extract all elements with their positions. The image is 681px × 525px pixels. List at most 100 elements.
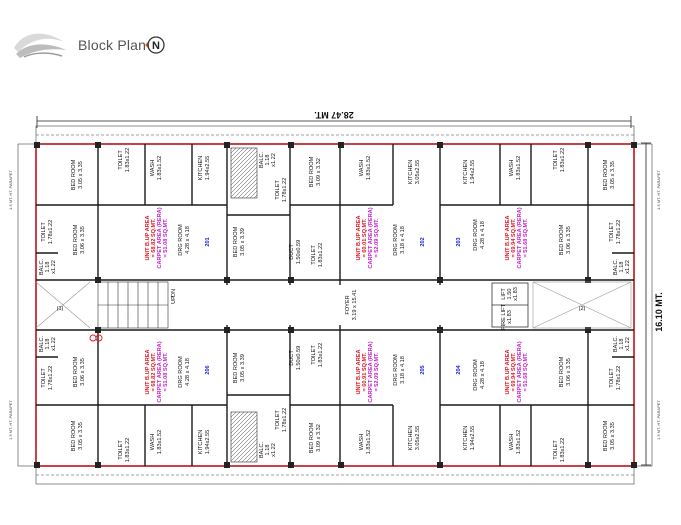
stair-1-label: (1) [57, 306, 64, 312]
svg-text:1.94x2.55: 1.94x2.55 [470, 160, 476, 185]
svg-text:= 60.91 SQ.MT.: = 60.91 SQ.MT. [362, 352, 368, 391]
svg-text:DRG ROOM: DRG ROOM [178, 356, 184, 388]
svg-text:x1.83: x1.83 [507, 310, 513, 324]
dn-label: DN [171, 289, 177, 297]
svg-text:TOILET: TOILET [41, 222, 47, 242]
svg-text:x1.22: x1.22 [271, 443, 277, 457]
svg-text:CARPET AREA (RERA): CARPET AREA (RERA) [517, 207, 523, 268]
svg-text:3.05 x 3.39: 3.05 x 3.39 [240, 354, 246, 382]
parapet-label: 1.5 MT. HT. PARAPET [656, 400, 661, 440]
duct-shaft [230, 147, 258, 199]
unit-204-area: UNIT B.UP AREA = 69.94 SQ.MT. CARPET ARE… [505, 341, 529, 402]
svg-text:1.50: 1.50 [507, 289, 513, 300]
unit-205-area: UNIT B.UP AREA = 60.91 SQ.MT. CARPET ARE… [356, 341, 380, 402]
svg-text:x1.22: x1.22 [625, 337, 631, 351]
svg-text:BED ROOM: BED ROOM [233, 226, 239, 257]
svg-text:1.50x0.59: 1.50x0.59 [296, 240, 302, 265]
staircase [35, 281, 169, 329]
svg-text:BED ROOM: BED ROOM [309, 422, 315, 453]
svg-text:LIFT: LIFT [501, 288, 507, 300]
svg-text:3.05x2.55: 3.05x2.55 [415, 426, 421, 451]
svg-text:BED ROOM: BED ROOM [603, 159, 609, 190]
svg-text:UNIT B.UP AREA: UNIT B.UP AREA [145, 215, 151, 260]
svg-text:DRG ROOM: DRG ROOM [178, 224, 184, 256]
svg-text:1.18: 1.18 [265, 445, 271, 456]
svg-text:1.83x1.52: 1.83x1.52 [366, 430, 372, 455]
unit-203-area: UNIT B.UP AREA = 69.94 SQ.MT. CARPET ARE… [505, 207, 529, 268]
svg-text:WASH: WASH [150, 434, 156, 451]
svg-text:KITCHEN: KITCHEN [198, 430, 204, 455]
svg-text:3.05 x 3.35: 3.05 x 3.35 [78, 422, 84, 450]
svg-text:TOILET: TOILET [311, 245, 317, 265]
svg-text:BED ROOM: BED ROOM [309, 156, 315, 187]
svg-text:3.06 x 3.35: 3.06 x 3.35 [80, 226, 86, 254]
svg-text:1.18: 1.18 [265, 155, 271, 166]
svg-text:1.78x1.22: 1.78x1.22 [616, 220, 622, 245]
svg-text:1.83x1.52: 1.83x1.52 [157, 156, 163, 181]
walls [36, 144, 634, 466]
svg-text:1.94x2.55: 1.94x2.55 [205, 430, 211, 455]
svg-text:BALC.: BALC. [39, 258, 45, 275]
svg-text:1.83x1.52: 1.83x1.52 [366, 156, 372, 181]
svg-text:= 68.82 SQ.MT.: = 68.82 SQ.MT. [151, 352, 157, 391]
svg-text:3.09 x 3.32: 3.09 x 3.32 [316, 424, 322, 452]
svg-text:3.18 x 4.18: 3.18 x 4.18 [400, 356, 406, 384]
svg-text:1.78x1.22: 1.78x1.22 [48, 220, 54, 245]
svg-text:TOILET: TOILET [41, 368, 47, 388]
svg-text:1.83x1.22: 1.83x1.22 [318, 243, 324, 268]
width-dimension: 28.47 MT. [36, 110, 632, 128]
svg-text:DUCT: DUCT [289, 244, 295, 260]
svg-text:3.18 x 4.18: 3.18 x 4.18 [400, 226, 406, 254]
unit-201-area: UNIT B.UP AREA = 68.82 SQ.MT. CARPET ARE… [145, 207, 169, 268]
svg-text:3.05 x 3.39: 3.05 x 3.39 [240, 228, 246, 256]
logo-icon [14, 33, 66, 58]
unit-number: 202 [420, 237, 426, 246]
svg-text:BED ROOM: BED ROOM [233, 352, 239, 383]
up-label: UP [171, 296, 177, 304]
svg-text:TOILET: TOILET [609, 222, 615, 242]
svg-text:BED ROOM: BED ROOM [559, 356, 565, 387]
open-to-sky [532, 281, 632, 329]
svg-text:3.06 x 3.35: 3.06 x 3.35 [566, 358, 572, 386]
svg-text:WASH: WASH [509, 434, 515, 451]
svg-text:4.28 x 4.18: 4.28 x 4.18 [185, 226, 191, 254]
svg-text:3.05x2.55: 3.05x2.55 [415, 160, 421, 185]
svg-text:x1.22: x1.22 [51, 260, 57, 274]
north-arrow-icon: N [145, 36, 165, 54]
svg-text:3.09 x 3.32: 3.09 x 3.32 [316, 158, 322, 186]
svg-text:BED ROOM: BED ROOM [71, 159, 77, 190]
svg-text:1.83x1.22: 1.83x1.22 [125, 148, 131, 173]
svg-text:x1.22: x1.22 [271, 153, 277, 167]
svg-text:CARPET AREA (RERA): CARPET AREA (RERA) [368, 207, 374, 268]
svg-text:KITCHEN: KITCHEN [408, 160, 414, 185]
svg-text:TOILET: TOILET [275, 410, 281, 430]
svg-text:= 51.68 SQ.MT.: = 51.68 SQ.MT. [523, 218, 529, 257]
svg-text:= 60.01 SQ.MT.: = 60.01 SQ.MT. [362, 218, 368, 257]
unit-number: 201 [205, 237, 211, 246]
svg-text:BALC.: BALC. [259, 151, 265, 168]
